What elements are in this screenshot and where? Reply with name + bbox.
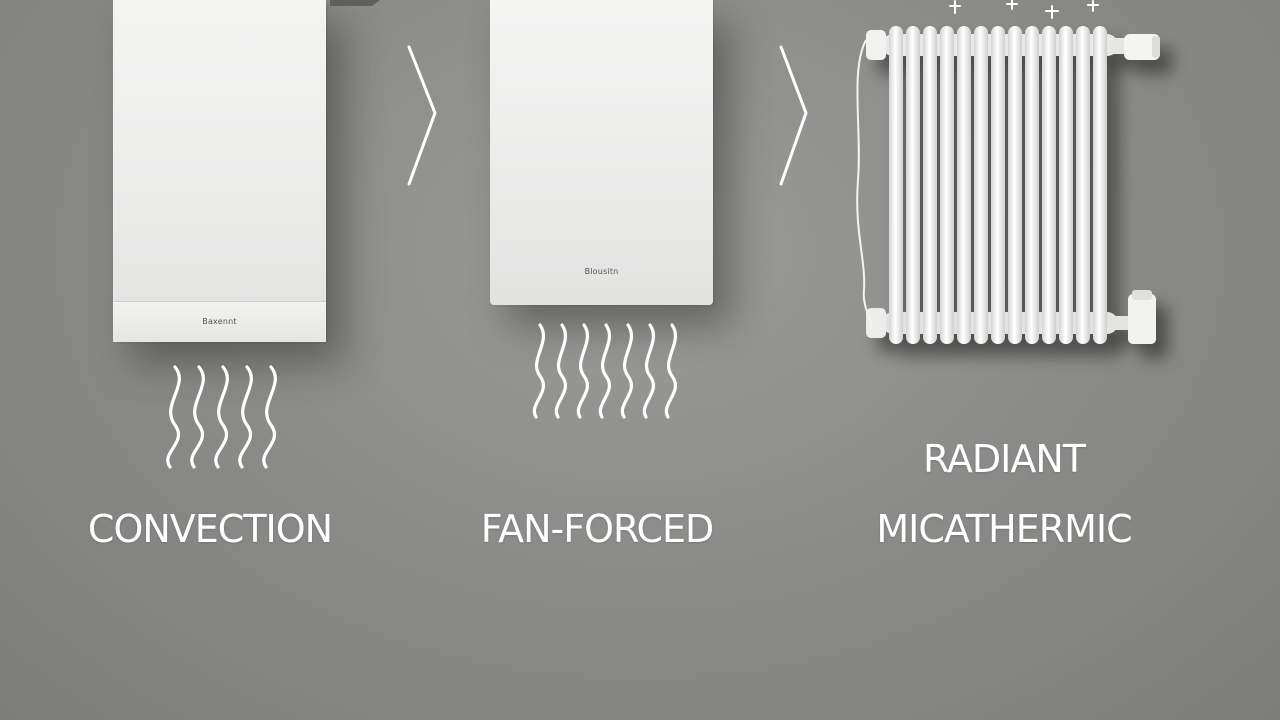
label-radiant: RADIANT [923, 437, 1086, 481]
fan-heater-brand: Blousitn [584, 267, 619, 276]
fan-forced-heater-panel: Blousitn [490, 0, 713, 305]
heat-wave-icon [166, 365, 277, 469]
chevron-right-icon [779, 45, 808, 186]
label-micathermic: MICATHERMIC [876, 507, 1132, 551]
radiator [866, 26, 1160, 344]
convection-heater-grille [113, 301, 326, 342]
radiator-cable [856, 39, 872, 331]
radiator-valve-bottom [1112, 290, 1156, 344]
heat-wave-icon [532, 323, 678, 419]
radiator-fins [889, 26, 1107, 344]
convection-heater-panel: Baxennt [113, 0, 326, 342]
convection-heater-brand: Baxennt [202, 317, 237, 326]
chevron-right-icon [407, 45, 437, 186]
label-convection: CONVECTION [87, 507, 333, 551]
sparkle-icon [949, 0, 1099, 19]
radiator-valve-top [1112, 34, 1160, 60]
label-fan-forced: FAN-FORCED [480, 507, 715, 551]
top-edge-shadow [330, 0, 380, 6]
